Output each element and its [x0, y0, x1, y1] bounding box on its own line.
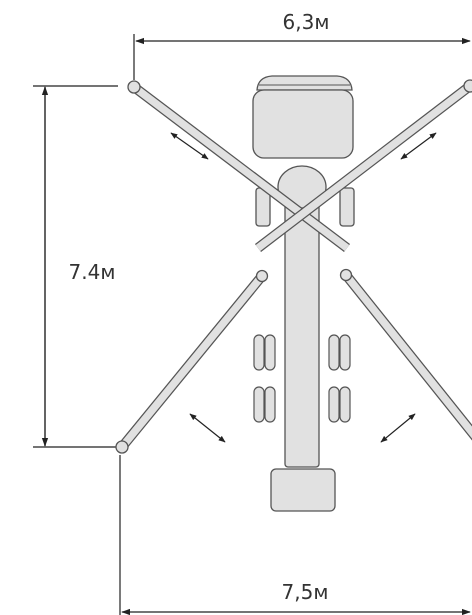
- height-label: 7.4м: [69, 260, 116, 284]
- double-arrow-icon: [170, 132, 209, 160]
- wheel-left-2b: [264, 386, 276, 423]
- wheel-right-2a: [328, 386, 340, 423]
- cab: [252, 75, 354, 159]
- bottom-width-dimension: 7,5м: [119, 455, 471, 615]
- outrigger-rear-left: [119, 273, 265, 450]
- wheel-right-1b: [339, 334, 351, 371]
- double-arrow-icon: [380, 413, 416, 443]
- cab-body: [252, 89, 354, 159]
- wheel-left-1a: [253, 334, 265, 371]
- outrigger-rear-right: [343, 272, 472, 439]
- height-dimension: 7.4м: [33, 85, 118, 448]
- mirror-right: [339, 187, 355, 227]
- double-arrow-icon: [189, 413, 226, 443]
- top-width-dimension: 6,3м: [133, 10, 471, 80]
- wheel-right-1a: [328, 334, 340, 371]
- outrigger-front-left: [131, 84, 350, 251]
- wheel-left-2a: [253, 386, 265, 423]
- pad-rear-left: [115, 440, 129, 454]
- wheel-left-1b: [264, 334, 276, 371]
- outriggers: [118, 82, 472, 451]
- wheel-right-2b: [339, 386, 351, 423]
- pad-front-left: [127, 80, 141, 94]
- inner-end-rear-left: [255, 269, 269, 283]
- outrigger-front-right: [255, 83, 472, 251]
- outrigger-pads: [115, 79, 472, 454]
- wheels: [253, 334, 351, 423]
- double-arrow-icon: [400, 132, 437, 160]
- motion-arrows: [170, 132, 437, 443]
- bottom-width-label: 7,5м: [282, 580, 329, 604]
- cab-roof: [256, 75, 353, 91]
- top-width-label: 6,3м: [283, 10, 330, 34]
- rear-block: [270, 468, 336, 512]
- inner-end-rear-right: [339, 268, 353, 282]
- pad-front-right: [463, 79, 472, 93]
